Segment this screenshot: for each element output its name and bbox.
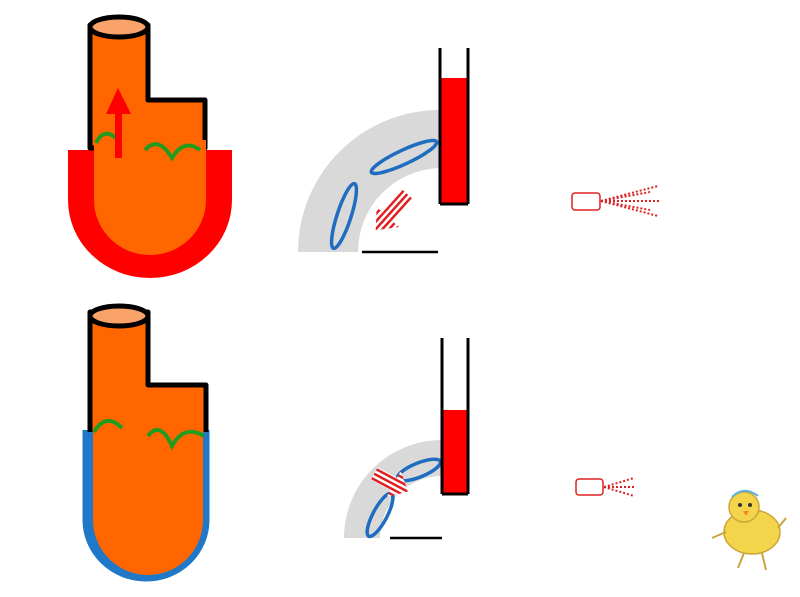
blue-ellipse-2 bbox=[329, 181, 359, 251]
aorta-top bbox=[298, 48, 470, 254]
spray-nozzle-icon bbox=[571, 185, 660, 217]
valve-right-top bbox=[143, 142, 202, 162]
heart-body-bottom bbox=[87, 309, 209, 581]
vessel-cap-top bbox=[87, 14, 151, 40]
heart-body-top bbox=[87, 22, 208, 151]
vessel-cap-bottom bbox=[87, 303, 151, 329]
pressure-column-bottom bbox=[440, 338, 470, 496]
pressure-column-top bbox=[438, 48, 470, 206]
hatched-arrow-icon bbox=[375, 189, 414, 231]
valve-right-bottom bbox=[146, 427, 206, 451]
spray-nozzle-icon bbox=[575, 477, 636, 497]
blue-ellipse-1 bbox=[369, 138, 439, 176]
grey-arc-top bbox=[298, 110, 440, 252]
aorta-bottom bbox=[344, 338, 470, 540]
chick-icon bbox=[711, 489, 787, 571]
ventricle-top bbox=[94, 140, 206, 255]
valve-left-bottom bbox=[92, 419, 124, 434]
heart-bottom bbox=[82, 303, 210, 582]
heart-top bbox=[68, 14, 232, 278]
hatched-arrow-icon bbox=[371, 467, 408, 498]
red-up-arrow-icon bbox=[106, 88, 131, 158]
